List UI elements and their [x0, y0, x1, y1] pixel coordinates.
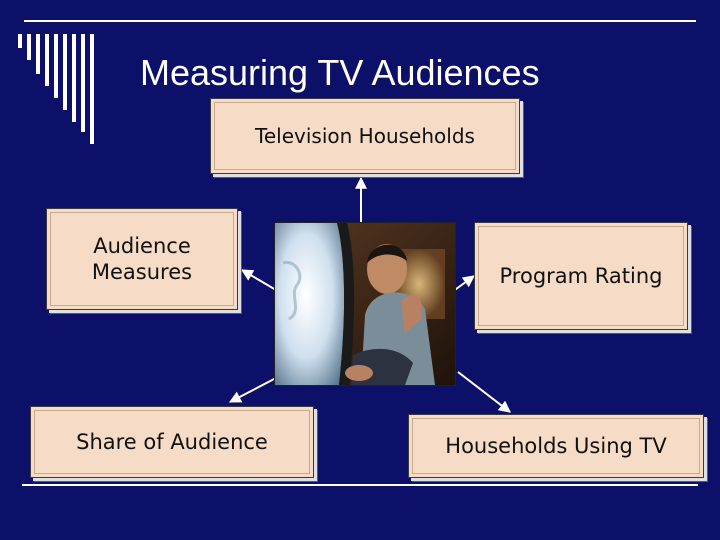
- share-of-audience-box: Share of Audience: [30, 406, 314, 478]
- program-rating-box: Program Rating: [474, 222, 688, 330]
- arrow-to-share: [228, 377, 277, 403]
- arrow-to-measures: [240, 269, 277, 291]
- television-households-label: Television Households: [255, 123, 475, 148]
- slide-title: Measuring TV Audiences: [140, 52, 540, 93]
- television-households-box: Television Households: [210, 98, 520, 174]
- audience-measures-label: Audience Measures: [91, 233, 193, 284]
- audience-measures-box: Audience Measures: [46, 208, 238, 310]
- bottom-rule: [22, 484, 698, 486]
- arrow-to-hut: [457, 371, 511, 413]
- top-rule: [24, 20, 696, 22]
- households-using-tv-label: Households Using TV: [445, 433, 667, 458]
- program-rating-label: Program Rating: [499, 263, 663, 288]
- share-of-audience-label: Share of Audience: [76, 429, 268, 454]
- decorative-bars: [18, 34, 118, 144]
- households-using-tv-box: Households Using TV: [408, 414, 704, 478]
- person-watching-tv-photo: [274, 222, 456, 386]
